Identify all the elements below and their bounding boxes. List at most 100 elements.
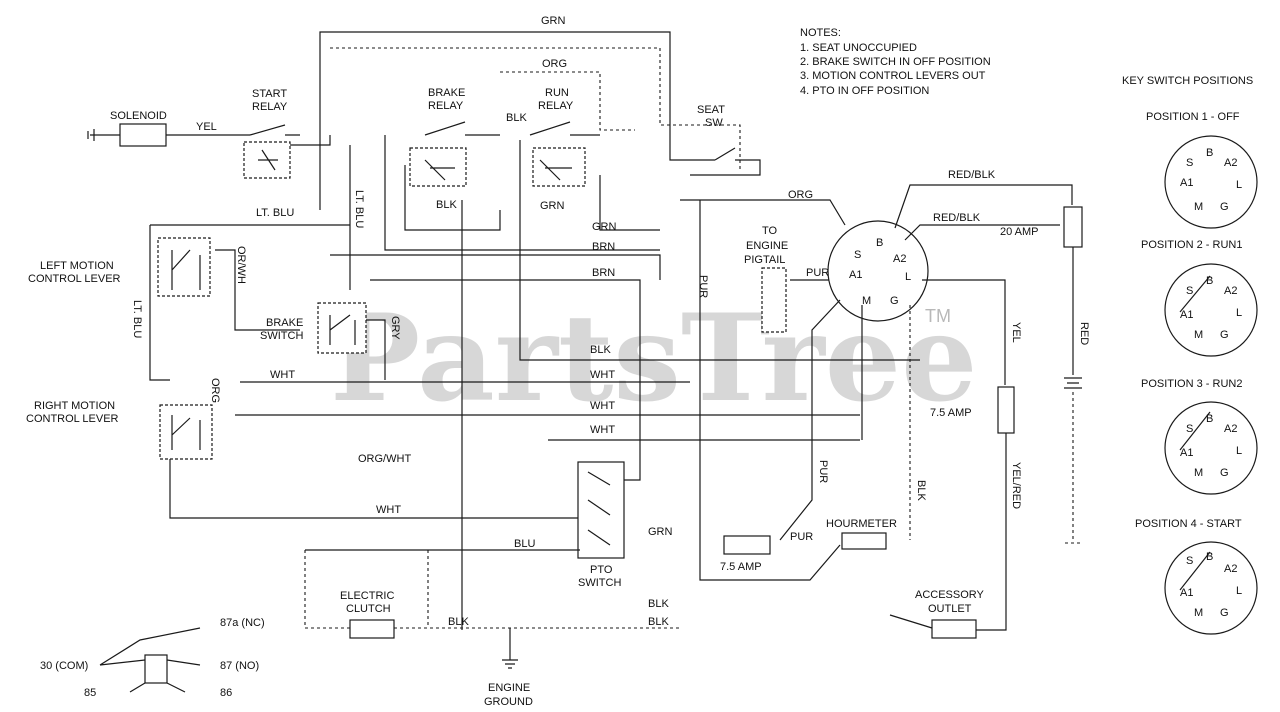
start-relay-contacts — [249, 124, 300, 171]
ks-position-3: POSITION 3 - RUN2 S B A2 A1 L M G — [1141, 378, 1258, 495]
notes-heading: NOTES: — [800, 27, 841, 39]
wire-pur-hour — [779, 299, 841, 541]
seat-sw-label-1: SEAT — [697, 104, 725, 116]
label-blu: BLU — [514, 538, 535, 550]
wire-brake-relay-feed — [384, 135, 660, 251]
ks4-jumper — [1179, 551, 1211, 591]
left-lever-contacts — [171, 249, 201, 290]
outlet-label-2: OUTLET — [928, 603, 972, 615]
legend-87: 87 (NO) — [220, 660, 259, 672]
ks2-a1: A1 — [1180, 309, 1193, 321]
ks2-l: L — [1236, 307, 1242, 319]
label-yel-red: YEL/RED — [1010, 462, 1022, 509]
solenoid-label: SOLENOID — [110, 110, 167, 122]
label-wht-2: WHT — [590, 369, 615, 381]
label-blk-ks: BLK — [915, 480, 927, 501]
pto-switch-contacts — [587, 471, 611, 546]
right-lever-contacts — [171, 415, 201, 450]
label-lt-blu-v: LT. BLU — [353, 190, 365, 228]
ks4-a2: A2 — [1224, 563, 1237, 575]
pto-label-1: PTO — [590, 564, 613, 576]
ks-pos4-label: POSITION 4 - START — [1135, 518, 1242, 530]
main-ks-m: M — [862, 295, 871, 307]
run-relay-contacts — [529, 121, 600, 181]
fuse-20amp — [1063, 206, 1083, 248]
wire-org-ks — [680, 199, 846, 226]
legend-30: 30 (COM) — [40, 660, 88, 672]
wire-start-relay-out — [290, 135, 331, 146]
note-1: 1. SEAT UNOCCUPIED — [800, 42, 917, 54]
label-pur-ks: PUR — [806, 267, 829, 279]
ground-label-2: GROUND — [484, 696, 533, 708]
start-relay-label-2: RELAY — [252, 101, 288, 113]
electric-clutch-box — [349, 619, 395, 639]
ks4-l: L — [1236, 585, 1242, 597]
label-yel: YEL — [196, 121, 217, 133]
wire-blk-brake — [404, 165, 501, 231]
ks4-m: M — [1194, 607, 1203, 619]
ks-pos2-dial — [1164, 263, 1258, 357]
pto-label-2: SWITCH — [578, 577, 621, 589]
label-wht-3: WHT — [590, 400, 615, 412]
label-org-top: ORG — [542, 58, 567, 70]
note-2: 2. BRAKE SWITCH IN OFF POSITION — [800, 56, 991, 68]
ks3-b: B — [1206, 413, 1213, 425]
main-ks-a2: A2 — [893, 253, 906, 265]
wire-pur-main — [699, 200, 841, 581]
wire-yel-red — [975, 433, 1007, 631]
label-grn-pto: GRN — [648, 526, 673, 538]
ks-pos1-dial — [1164, 135, 1258, 229]
ks1-m: M — [1194, 201, 1203, 213]
key-switch-heading: KEY SWITCH POSITIONS — [1122, 75, 1253, 87]
left-lever-label-1: LEFT MOTION — [40, 260, 114, 272]
label-lt-blu-top: LT. BLU — [256, 207, 294, 219]
ks-position-1: POSITION 1 - OFF S B A2 A1 L M G — [1146, 111, 1258, 229]
label-or-wh: OR/WH — [235, 246, 247, 284]
label-yel-ks: YEL — [1010, 322, 1022, 343]
ground-label-1: ENGINE — [488, 682, 530, 694]
fuse-75-b-label: 7.5 AMP — [720, 561, 762, 573]
wire-clutch — [304, 550, 680, 629]
clutch-label-1: ELECTRIC — [340, 590, 394, 602]
pigtail-label-2: ENGINE — [746, 240, 788, 252]
ks-pos3-label: POSITION 3 - RUN2 — [1141, 378, 1242, 390]
fuse-75amp-b — [723, 535, 771, 555]
legend-relay-coil — [144, 654, 168, 684]
pto-switch-box — [577, 461, 625, 559]
brake-switch-contacts — [329, 314, 356, 345]
ks3-a1: A1 — [1180, 447, 1193, 459]
note-4: 4. PTO IN OFF POSITION — [800, 85, 929, 97]
label-red-blk-2: RED/BLK — [933, 212, 981, 224]
main-ks-b: B — [876, 237, 883, 249]
label-brn-1: BRN — [592, 241, 615, 253]
main-ks-l: L — [905, 271, 911, 283]
ks1-a1: A1 — [1180, 177, 1193, 189]
ks4-s: S — [1186, 555, 1193, 567]
ks3-m: M — [1194, 467, 1203, 479]
battery-symbol — [1064, 377, 1082, 389]
ks-pos2-label: POSITION 2 - RUN1 — [1141, 239, 1242, 251]
wire-lt-blu-left — [149, 225, 170, 381]
legend-relay-lines — [99, 627, 201, 693]
wire-brn-a — [330, 254, 661, 280]
seat-switch-contacts — [690, 147, 761, 176]
brake-switch-label-2: SWITCH — [260, 330, 303, 342]
ks3-l: L — [1236, 445, 1242, 457]
label-gry: GRY — [389, 316, 401, 340]
label-pur-hour: PUR — [817, 460, 829, 483]
fuse-20-label: 20 AMP — [1000, 226, 1039, 238]
ks4-g: G — [1220, 607, 1229, 619]
label-grn-relay: GRN — [540, 200, 565, 212]
ks-position-4: POSITION 4 - START S B A2 A1 L M G — [1135, 518, 1258, 635]
ks1-a2: A2 — [1224, 157, 1237, 169]
main-ks-g: G — [890, 295, 899, 307]
main-ks-a1: A1 — [849, 269, 862, 281]
label-pur-bottom: PUR — [790, 531, 813, 543]
ks3-jumper — [1179, 411, 1211, 451]
wire-grn-relay — [599, 175, 660, 231]
run-relay-box — [532, 147, 586, 187]
ks3-a2: A2 — [1224, 423, 1237, 435]
wire-red-blk-1 — [894, 184, 1073, 229]
pigtail-label-1: TO — [762, 225, 778, 237]
